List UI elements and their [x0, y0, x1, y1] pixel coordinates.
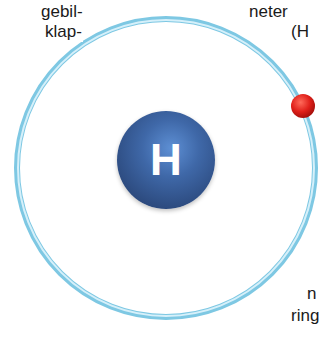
electron-orbit [17, 19, 315, 317]
text-fragment: (H [290, 22, 310, 42]
orbit-highlight [18, 20, 314, 316]
text-fragment: klap- [44, 22, 83, 42]
text-fragment: ring [290, 306, 320, 326]
element-symbol: H [150, 138, 182, 182]
text-fragment: n [306, 284, 317, 304]
text-fragment: gebil- [40, 2, 84, 22]
electron [291, 94, 315, 118]
nucleus-sphere: H [117, 111, 215, 209]
text-fragment: neter [248, 2, 289, 22]
